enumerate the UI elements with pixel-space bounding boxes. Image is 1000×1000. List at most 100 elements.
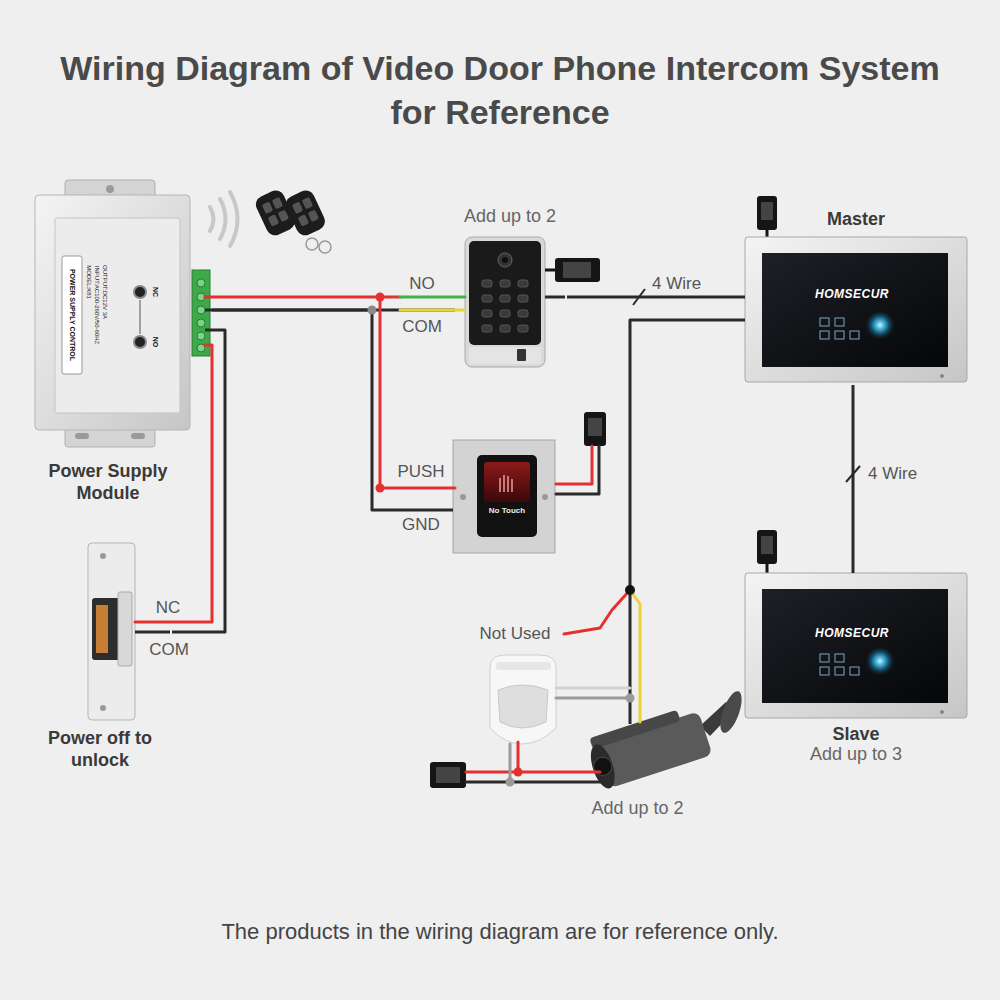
slave-monitor bbox=[762, 589, 948, 703]
exit-button bbox=[453, 440, 555, 553]
device-node: Power Supply Module bbox=[30, 180, 212, 506]
remote-fob bbox=[278, 210, 289, 222]
junction-dot bbox=[514, 768, 523, 777]
junction-dot bbox=[368, 306, 377, 315]
node-text: Add up to 2 bbox=[575, 798, 700, 818]
power-supply-housing bbox=[139, 300, 141, 334]
power-supply-housing bbox=[35, 180, 190, 447]
node-text: Add up to 2 bbox=[455, 206, 565, 226]
power-supply-housing bbox=[35, 195, 190, 430]
pin-label: OUTPUT:DC12V 3A bbox=[101, 265, 108, 319]
slave-monitor bbox=[835, 667, 844, 675]
power-adapter bbox=[430, 196, 777, 788]
remote-fob bbox=[283, 188, 328, 239]
pir-motion-sensor bbox=[496, 662, 551, 670]
diagram-caption: The products in the wiring diagram are f… bbox=[0, 918, 1000, 946]
slave-monitor bbox=[865, 646, 895, 676]
keypad-door-station bbox=[469, 347, 541, 364]
master-monitor bbox=[820, 331, 829, 339]
electric-strike-lock bbox=[92, 598, 120, 660]
master-monitor bbox=[745, 237, 967, 382]
wire bbox=[564, 590, 630, 634]
pir-motion-sensor bbox=[490, 655, 556, 744]
power-supply-housing bbox=[75, 433, 89, 439]
bullet-camera bbox=[584, 704, 713, 792]
slave-monitor bbox=[835, 654, 844, 662]
electric-strike-lock bbox=[88, 543, 135, 720]
power-adapter bbox=[588, 418, 602, 436]
keypad-door-station bbox=[465, 237, 545, 367]
wire-connector bbox=[852, 385, 855, 573]
wire-connector bbox=[567, 296, 745, 299]
pin-label: PUSH bbox=[397, 462, 444, 482]
wire bbox=[556, 446, 592, 484]
exit-button bbox=[542, 494, 548, 500]
wire-count-tick bbox=[633, 289, 860, 482]
wireless-waves bbox=[210, 192, 238, 246]
electric-strike-lock bbox=[100, 553, 106, 559]
keypad-door-station bbox=[498, 253, 512, 267]
pin-label: MODEL:K81 bbox=[85, 265, 92, 299]
master-monitor bbox=[940, 374, 944, 378]
node-text: Slave bbox=[745, 724, 967, 744]
junction-dot bbox=[626, 694, 635, 703]
bullet-camera bbox=[584, 689, 746, 792]
terminal-block bbox=[197, 306, 205, 314]
wire bbox=[556, 687, 630, 690]
wire-stub bbox=[205, 329, 212, 332]
wire bbox=[509, 744, 512, 782]
node-text: Power off to unlock bbox=[30, 727, 170, 771]
electric-strike-lock bbox=[88, 543, 135, 720]
wire-connector bbox=[630, 320, 745, 700]
remote-fob bbox=[302, 197, 313, 209]
keypad-door-station bbox=[500, 325, 510, 332]
junction-dot bbox=[376, 484, 385, 493]
master-monitor bbox=[762, 253, 948, 367]
remote-fob bbox=[268, 214, 279, 226]
power-adapter bbox=[555, 258, 600, 282]
power-adapter bbox=[545, 269, 555, 272]
slave-monitor bbox=[745, 573, 967, 718]
power-supply-housing bbox=[134, 336, 146, 348]
master-monitor bbox=[745, 237, 967, 382]
bullet-camera bbox=[716, 689, 746, 736]
keypad-door-station bbox=[500, 280, 510, 287]
electric-strike-lock bbox=[118, 592, 132, 666]
pin-label: NO bbox=[409, 274, 435, 294]
node-text: HOMSECUR bbox=[815, 625, 925, 641]
pir-motion-sensor bbox=[498, 685, 548, 728]
keypad-door-station bbox=[500, 310, 510, 317]
wire-count-tick bbox=[846, 466, 860, 482]
keypad-door-station bbox=[518, 280, 528, 287]
pin-label: Not Used bbox=[480, 624, 551, 644]
power-adapter bbox=[430, 762, 466, 788]
keypad-door-station bbox=[500, 295, 510, 302]
junction-dot bbox=[376, 293, 385, 302]
wire bbox=[400, 309, 465, 312]
junction-dot bbox=[368, 293, 636, 787]
power-supply-housing bbox=[131, 433, 145, 439]
keypad-door-station bbox=[482, 325, 492, 332]
power-adapter bbox=[766, 564, 769, 573]
keypad-door-station bbox=[518, 325, 528, 332]
wire bbox=[466, 771, 600, 774]
terminal-block bbox=[197, 279, 205, 287]
keypad-door-station bbox=[482, 295, 492, 302]
keypad-door-station bbox=[502, 257, 508, 263]
remote-fob bbox=[292, 202, 303, 214]
power-supply-housing bbox=[106, 185, 114, 193]
exit-button bbox=[460, 494, 466, 500]
wire bbox=[380, 297, 455, 488]
power-adapter bbox=[757, 196, 777, 230]
bullet-camera bbox=[591, 755, 614, 778]
keypad-door-station bbox=[469, 241, 541, 345]
pin-label: NC bbox=[156, 598, 181, 618]
device-node: Add up to 2 bbox=[575, 700, 740, 820]
junction-dot bbox=[625, 585, 635, 595]
remote-fob bbox=[308, 210, 319, 222]
exit-button bbox=[500, 475, 512, 492]
pir-motion-sensor bbox=[490, 655, 556, 744]
slave-monitor bbox=[820, 667, 829, 675]
